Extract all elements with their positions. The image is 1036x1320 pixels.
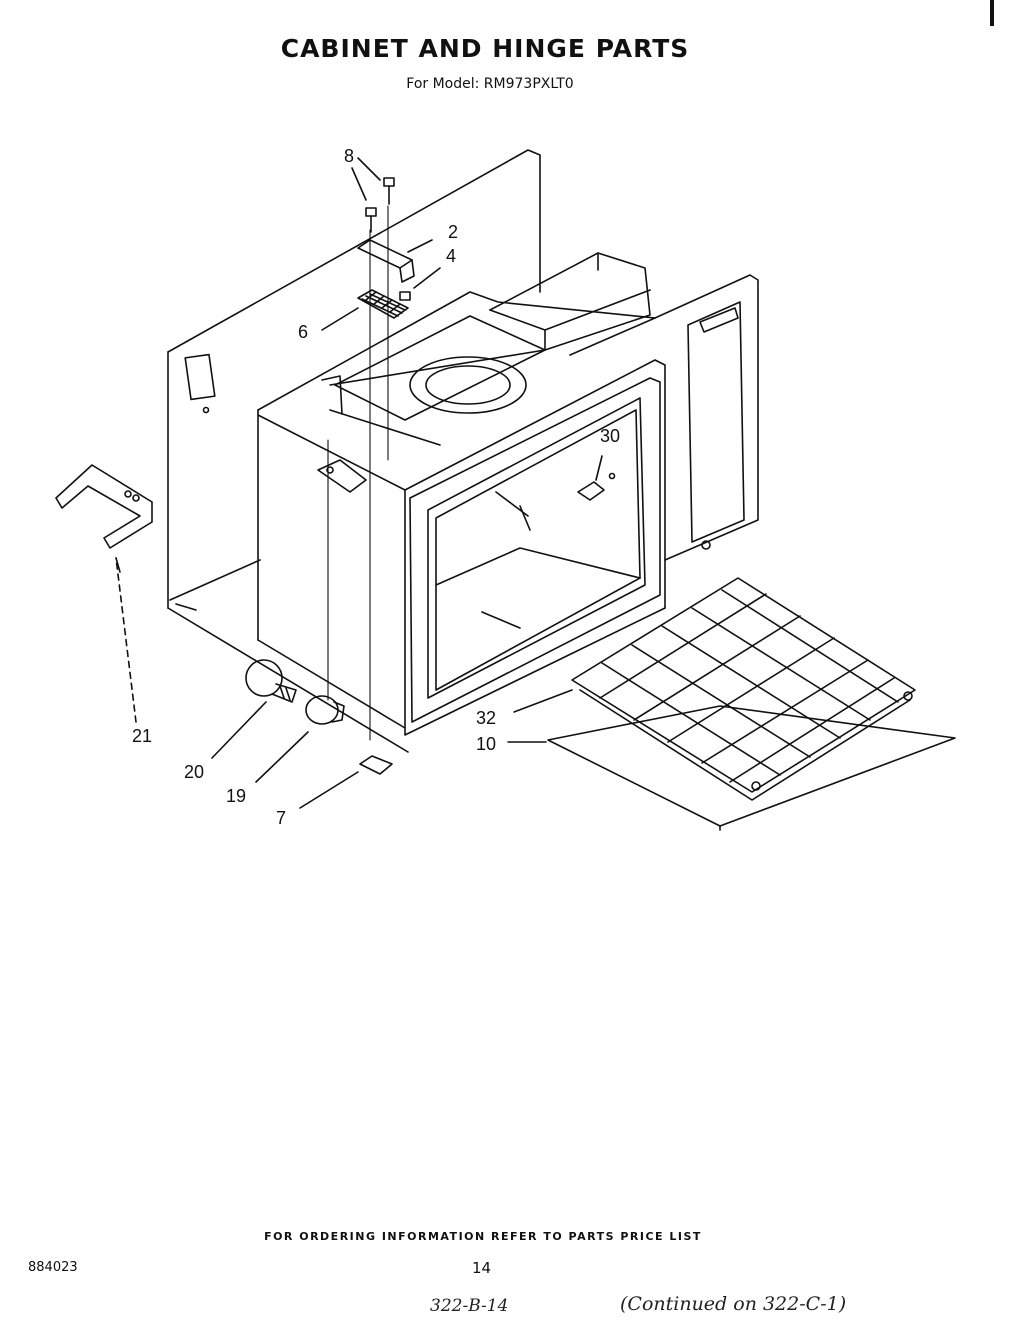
top-fan-housing xyxy=(334,315,546,421)
handwritten-continuation-note: (Continued on 322-C-1) xyxy=(620,1293,847,1315)
callout-10: 10 xyxy=(476,734,496,754)
page-number: 14 xyxy=(472,1259,492,1277)
callout-30: 30 xyxy=(600,426,620,446)
callout-20: 20 xyxy=(184,762,204,782)
callout-6: 6 xyxy=(298,322,308,342)
document-number: 884023 xyxy=(28,1260,78,1275)
outer-cabinet-wrapper xyxy=(167,149,541,753)
magnetron-box xyxy=(489,252,656,356)
model-subtitle: For Model: RM973PXLT0 xyxy=(406,76,574,92)
lamp-socket-part-19 xyxy=(255,695,345,783)
page-title: CABINET AND HINGE PARTS xyxy=(280,34,690,63)
latch-part-30 xyxy=(577,455,616,501)
screw-part-8 xyxy=(351,157,395,233)
hinge-plate-part-7 xyxy=(299,755,393,809)
glass-tray-part-10 xyxy=(507,705,956,831)
callout-32: 32 xyxy=(476,708,496,728)
oven-cavity-body xyxy=(257,291,666,736)
right-side-panel xyxy=(654,274,759,561)
callout-7: 7 xyxy=(276,808,286,828)
vent-grille-part-6 xyxy=(321,289,409,331)
callout-19: 19 xyxy=(226,786,246,806)
oven-rack-part-32 xyxy=(513,577,916,801)
light-bulb-part-20 xyxy=(211,659,297,759)
corner-registration-mark xyxy=(990,0,994,26)
ordering-info-note: FOR ORDERING INFORMATION REFER TO PARTS … xyxy=(264,1230,702,1243)
lower-hinge-bracket xyxy=(317,459,367,493)
assembly-guide-lines xyxy=(327,205,389,741)
handwritten-reference: 322-B-14 xyxy=(430,1296,509,1316)
callout-labels: 8 2 4 6 30 21 20 19 7 32 10 xyxy=(132,146,620,828)
side-bracket-part-21 xyxy=(55,464,153,723)
hinge-plate-part-2 xyxy=(357,239,433,283)
callout-2: 2 xyxy=(448,222,458,242)
front-door-frame xyxy=(409,377,661,723)
callout-8: 8 xyxy=(344,146,354,166)
callout-21: 21 xyxy=(132,726,152,746)
spacer-part-4 xyxy=(399,267,441,301)
callout-4: 4 xyxy=(446,246,456,266)
